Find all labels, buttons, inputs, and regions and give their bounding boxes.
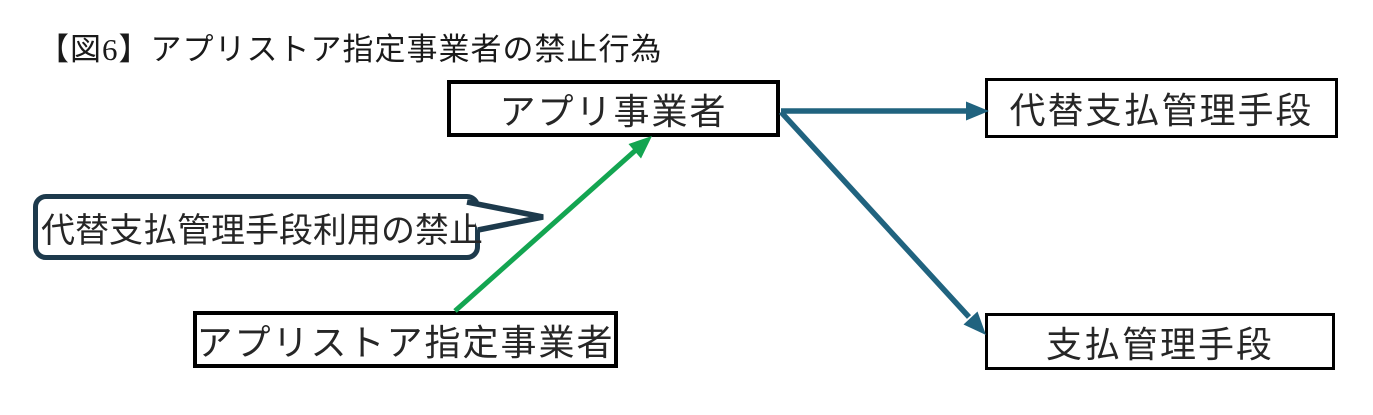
node-designated-operator: アプリストア指定事業者: [193, 311, 618, 368]
arrow-designated-to-app-head: [628, 136, 652, 159]
node-alt-payment-label: 代替支払管理手段: [1009, 90, 1314, 131]
callout-prohibition-label: 代替支払管理手段利用の禁止: [41, 211, 483, 250]
node-app-provider: アプリ事業者: [447, 80, 780, 137]
node-payment: 支払管理手段: [985, 313, 1335, 370]
callout-prohibition: 代替支払管理手段利用の禁止: [33, 194, 483, 260]
arrow-app-to-payment-head: [963, 311, 986, 335]
node-alt-payment: 代替支払管理手段: [985, 78, 1338, 138]
node-designated-operator-label: アプリストア指定事業者: [196, 321, 615, 363]
arrow-app-to-payment-shaft: [778, 110, 972, 319]
node-payment-label: 支払管理手段: [1045, 323, 1274, 365]
node-app-provider-label: アプリ事業者: [499, 90, 728, 132]
figure-title: 【図6】アプリストア指定事業者の禁止行為: [38, 32, 663, 67]
